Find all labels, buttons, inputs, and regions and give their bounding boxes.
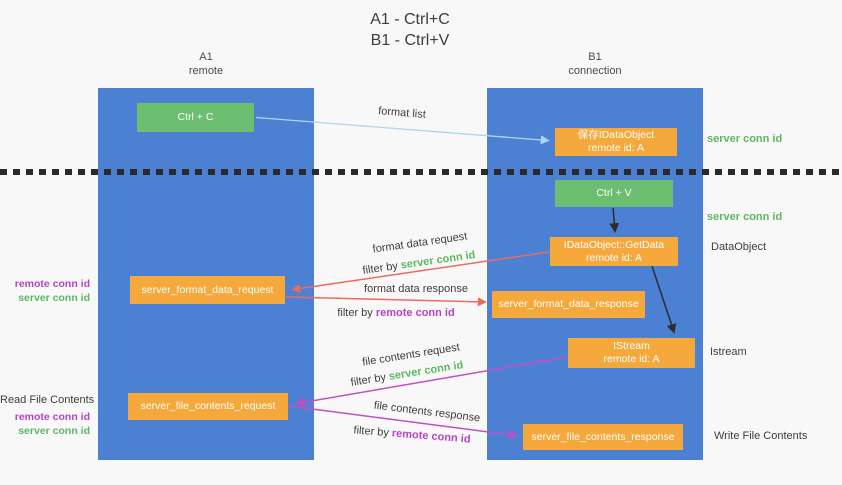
node-getdata-line2: remote id: A bbox=[585, 251, 643, 264]
node-istream: IStream remote id: A bbox=[568, 338, 695, 368]
node-istream-line2: remote id: A bbox=[603, 353, 660, 365]
node-save-idataobject-line2: remote id: A bbox=[587, 142, 645, 154]
filter4-prefix: filter by bbox=[353, 424, 393, 440]
node-idataobject-getdata: IDataObject::GetData remote id: A bbox=[550, 237, 678, 266]
filter3-prefix: filter by bbox=[349, 370, 390, 389]
filter2-prefix: filter by bbox=[337, 307, 376, 319]
node-ctrl-v-label: Ctrl + V bbox=[596, 187, 632, 199]
filter4-value: remote conn id bbox=[391, 427, 471, 446]
node-save-idataobject: 保存IDataObject remote id: A bbox=[555, 128, 677, 156]
node-file-request-label: server_file_contents_request bbox=[140, 400, 276, 412]
label-write-file-contents: Write File Contents bbox=[714, 430, 808, 442]
node-ctrl-c: Ctrl + C bbox=[137, 103, 254, 132]
node-ctrl-c-label: Ctrl + C bbox=[177, 111, 214, 123]
label-server-conn-id-top: server conn id bbox=[707, 133, 783, 145]
label-remote-conn-id-1: remote conn id bbox=[14, 278, 90, 290]
label-filter-by-remote-conn-id-1: filter by remote conn id bbox=[337, 307, 454, 319]
lane-a1-subtitle: remote bbox=[188, 65, 224, 77]
node-format-response-label: server_format_data_response bbox=[498, 298, 639, 310]
node-format-request-label: server_format_data_request bbox=[141, 283, 274, 296]
arrow-format-data-response bbox=[285, 296, 487, 307]
node-server-file-contents-request: server_file_contents_request bbox=[128, 393, 288, 420]
label-file-contents-response: file contents response bbox=[373, 399, 481, 425]
session-divider-dotted-line bbox=[0, 169, 842, 175]
label-format-list: format list bbox=[377, 105, 427, 121]
label-format-data-response: format data response bbox=[364, 283, 468, 295]
node-getdata-line1: IDataObject::GetData bbox=[563, 238, 665, 251]
title-line-a1: A1 - Ctrl+C bbox=[370, 11, 450, 28]
filter1-value: server conn id bbox=[399, 249, 477, 272]
label-server-conn-id-2: server conn id bbox=[18, 425, 90, 437]
label-conn-id-pair-1: remote conn id server conn id bbox=[0, 277, 90, 305]
lane-a1-name: A1 bbox=[199, 51, 213, 63]
lane-header-a1: A1 remote bbox=[98, 50, 314, 78]
label-conn-id-pair-2: remote conn id server conn id bbox=[0, 410, 90, 438]
title-line-b1: B1 - Ctrl+V bbox=[370, 32, 450, 49]
diagram-title: A1 - Ctrl+C B1 - Ctrl+V bbox=[330, 9, 490, 51]
node-server-format-data-request: server_format_data_request bbox=[130, 276, 285, 304]
filter1-prefix: filter by bbox=[361, 259, 402, 277]
label-server-conn-id-1: server conn id bbox=[18, 292, 90, 304]
label-filter-by-remote-conn-id-2: filter by remote conn id bbox=[353, 424, 471, 445]
lane-b1-subtitle: connection bbox=[568, 65, 622, 77]
filter2-value: remote conn id bbox=[375, 307, 455, 319]
label-istream: Istream bbox=[710, 346, 747, 358]
label-read-file-contents: Read File Contents bbox=[0, 394, 95, 406]
node-istream-line1: IStream bbox=[613, 340, 650, 352]
label-server-conn-id-mid: server conn id bbox=[707, 211, 783, 223]
label-remote-conn-id-2: remote conn id bbox=[14, 411, 90, 423]
node-server-format-data-response: server_format_data_response bbox=[492, 291, 645, 318]
node-ctrl-v: Ctrl + V bbox=[555, 180, 673, 207]
lane-header-b1: B1 connection bbox=[487, 50, 703, 78]
lane-b1-name: B1 bbox=[588, 51, 602, 63]
label-dataobject: DataObject bbox=[711, 241, 767, 253]
node-save-idataobject-line1: 保存IDataObject bbox=[577, 129, 655, 141]
node-file-response-label: server_file_contents_response bbox=[531, 430, 675, 443]
node-server-file-contents-response: server_file_contents_response bbox=[523, 424, 683, 450]
